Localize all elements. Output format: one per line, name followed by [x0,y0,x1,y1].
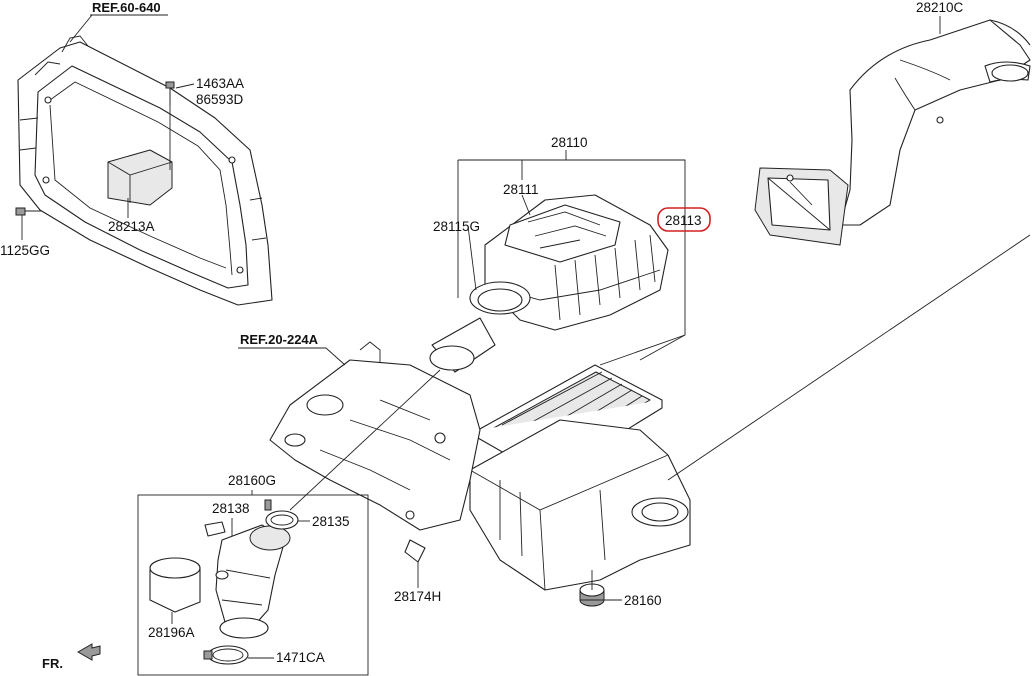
label-28174H: 28174H [394,589,441,604]
label-28113[interactable]: 28113 [665,213,702,228]
detail-box-28160G [137,494,369,676]
label-28115G: 28115G [433,219,480,234]
label-28160: 28160 [624,593,662,608]
intake-hose [429,317,496,373]
label-86593D: 86593D [196,92,244,107]
fr-label: FR. [42,656,63,671]
front-direction-marker: FR. [42,643,101,671]
leader-28110-bracket [457,159,686,361]
label-28160G: 28160G [228,473,276,488]
label-28110: 28110 [551,135,588,150]
ref-intake-manifold: REF.20-224A [240,332,319,347]
label-28135: 28135 [312,514,350,529]
label-1471CA: 1471CA [276,650,325,665]
bolt-1463AA-icon [165,81,175,170]
label-28213A: 28213A [108,219,155,234]
air-cleaner-body-lower [469,419,691,591]
air-cleaner-cover-28111 [484,194,669,331]
air-duct-28210C [754,19,1031,246]
label-1125GG: 1125GG [0,243,50,258]
clamp-1471CA [203,645,249,665]
ref-radiator-support: REF.60-640 [92,0,161,15]
air-cleaner-outlet-28115G [469,281,531,315]
label-1463AA: 1463AA [196,76,244,91]
shroud-28213A [107,149,173,206]
arrow-icon [76,643,101,661]
bolt-1125GG-icon [15,207,42,216]
grommet-28160 [579,583,605,607]
label-28210C: 28210C [916,0,964,15]
leader-hose [289,369,441,511]
detail-filter-28196A [149,557,201,613]
clamp-28135 [264,499,299,530]
label-28138: 28138 [212,501,250,516]
label-28196A: 28196A [148,625,195,640]
intake-manifold [269,341,481,531]
highlight-28113-ring [657,207,711,232]
bracket-28174H [404,539,426,563]
detail-hose-assembly [204,521,291,639]
label-28111: 28111 [503,182,539,197]
leader-duct [667,234,1031,481]
